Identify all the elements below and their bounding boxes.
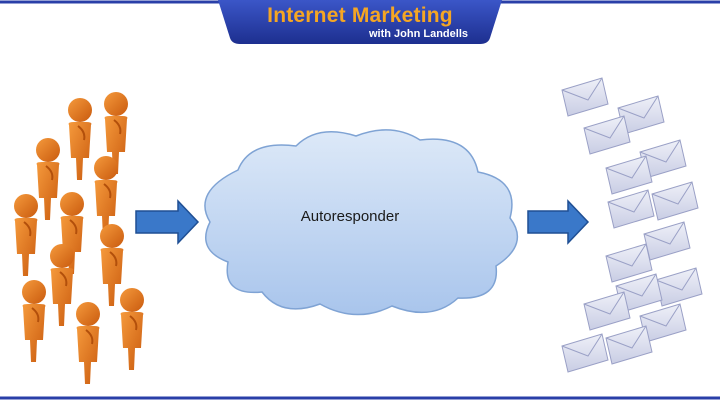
envelope-icon (583, 291, 631, 331)
right-arrow-icon (135, 199, 200, 245)
envelope-icon (651, 181, 699, 221)
person-icon (67, 97, 93, 181)
envelope-icon (561, 77, 609, 117)
banner-subtitle: with John Landells (368, 28, 468, 40)
envelope-icon (605, 155, 653, 195)
person-icon (99, 223, 125, 307)
person-icon (13, 193, 39, 277)
people-crowd (13, 91, 145, 385)
envelope-icon (583, 115, 631, 155)
right-arrow-icon (527, 199, 590, 245)
envelope-icon (605, 243, 653, 283)
banner-title: Internet Marketing (267, 4, 453, 27)
envelope-icon (607, 189, 655, 229)
envelope-icon (643, 221, 691, 261)
person-icon (49, 243, 75, 327)
banner-tab (218, 0, 502, 44)
envelope-icon (605, 325, 653, 365)
person-icon (35, 137, 61, 221)
person-icon (119, 287, 145, 371)
person-icon (75, 301, 101, 385)
envelope-icon (655, 267, 703, 307)
person-icon (21, 279, 47, 363)
cloud-icon (204, 129, 519, 316)
envelope-icon (561, 333, 609, 373)
autoresponder-label: Autoresponder (300, 208, 400, 225)
